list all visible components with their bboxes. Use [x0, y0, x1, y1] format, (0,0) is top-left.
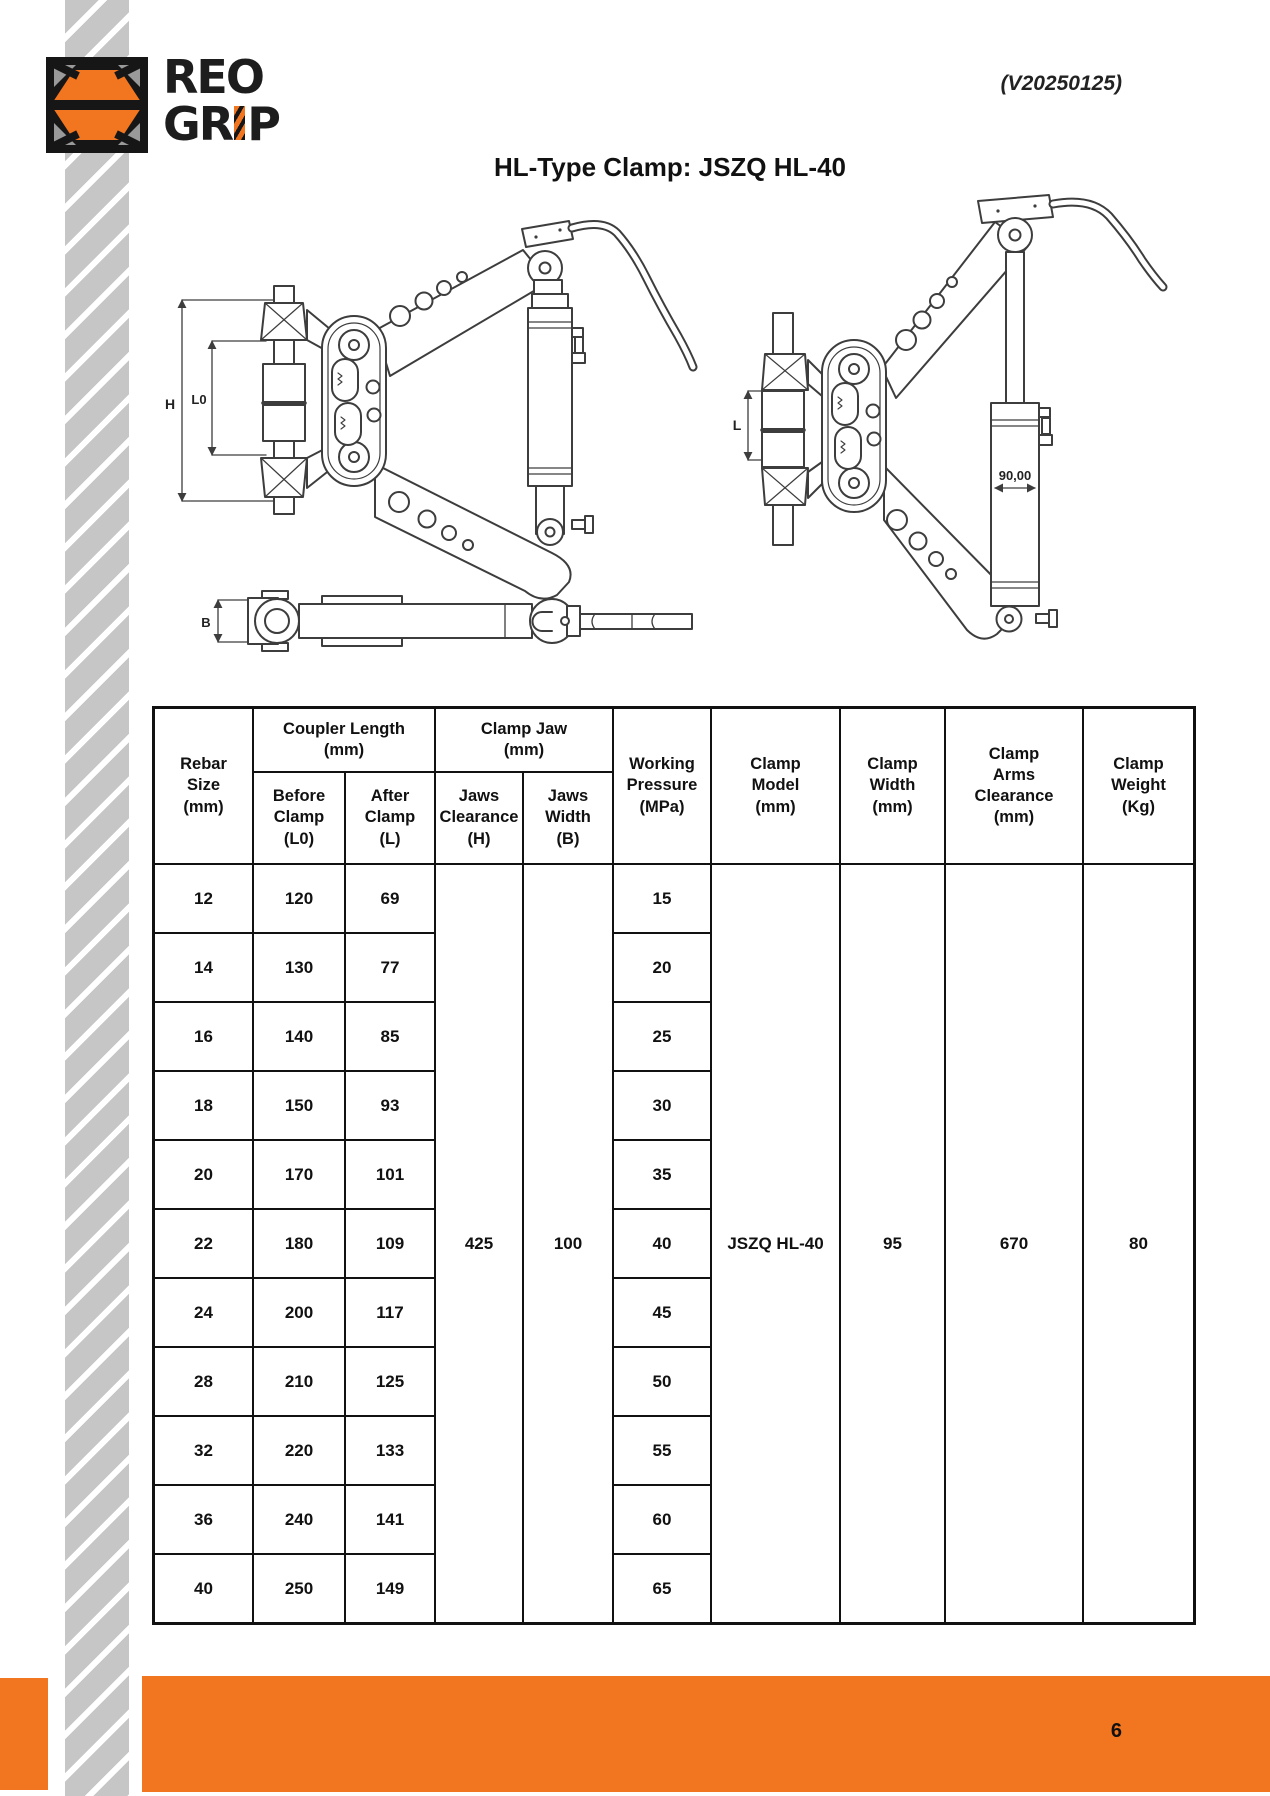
row-12-after: 69 — [344, 863, 434, 932]
row-16-after: 85 — [344, 1001, 434, 1070]
row-32-before: 220 — [252, 1415, 344, 1484]
row-24-pressure: 45 — [612, 1277, 710, 1346]
row-28-pressure: 50 — [612, 1346, 710, 1415]
row-28-rebar: 28 — [155, 1346, 252, 1415]
row-18-before: 150 — [252, 1070, 344, 1139]
row-32-after: 133 — [344, 1415, 434, 1484]
header-working-pressure: Working Pressure (MPa) — [612, 709, 710, 863]
row-22-before: 180 — [252, 1208, 344, 1277]
row-14-rebar: 14 — [155, 932, 252, 1001]
row-14-before: 130 — [252, 932, 344, 1001]
row-28-after: 125 — [344, 1346, 434, 1415]
rebar-and-coupler — [760, 312, 823, 546]
value-arms-clearance: 670 — [944, 863, 1082, 1622]
left-hatched-stripe — [65, 0, 129, 1796]
clamp-arms — [881, 221, 1058, 640]
row-12-before: 120 — [252, 863, 344, 932]
row-36-after: 141 — [344, 1484, 434, 1553]
value-clamp-width: 95 — [839, 863, 944, 1622]
row-12-rebar: 12 — [155, 863, 252, 932]
hydraulic-cylinder — [527, 250, 594, 546]
row-40-before: 250 — [252, 1553, 344, 1622]
row-32-rebar: 32 — [155, 1415, 252, 1484]
spec-table: Rebar Size (mm) Coupler Length (mm) Clam… — [152, 706, 1196, 1625]
header-before-clamp: Before Clamp (L0) — [252, 771, 344, 863]
handle — [521, 219, 698, 372]
clamp-front-view-extended — [743, 194, 1168, 640]
row-36-before: 240 — [252, 1484, 344, 1553]
handle — [977, 194, 1168, 292]
center-plate — [321, 315, 387, 487]
row-20-before: 170 — [252, 1139, 344, 1208]
footer-left-block — [0, 1678, 48, 1790]
dim-label-h: H — [165, 396, 175, 412]
row-20-rebar: 20 — [155, 1139, 252, 1208]
row-36-rebar: 36 — [155, 1484, 252, 1553]
header-clamp-width: Clamp Width (mm) — [839, 709, 944, 863]
footer-bar: 6 — [142, 1676, 1270, 1792]
row-16-rebar: 16 — [155, 1001, 252, 1070]
page-number: 6 — [1110, 1720, 1122, 1742]
row-24-before: 200 — [252, 1277, 344, 1346]
row-32-pressure: 55 — [612, 1415, 710, 1484]
dim-label-cylinder: 90,00 — [999, 468, 1032, 483]
row-18-rebar: 18 — [155, 1070, 252, 1139]
value-jaws-width: 100 — [522, 863, 612, 1622]
reogrip-logo-text: REO GRIP — [163, 50, 281, 148]
technical-drawing: H L0 L B 90,00 — [165, 194, 1168, 652]
row-22-after: 109 — [344, 1208, 434, 1277]
row-14-pressure: 20 — [612, 932, 710, 1001]
row-40-after: 149 — [344, 1553, 434, 1622]
b-dimension — [213, 599, 249, 643]
header-after-clamp: After Clamp (L) — [344, 771, 434, 863]
row-18-after: 93 — [344, 1070, 434, 1139]
row-16-before: 140 — [252, 1001, 344, 1070]
version-text: (V20250125) — [1000, 72, 1122, 95]
dim-label-b: B — [201, 615, 210, 630]
row-22-rebar: 22 — [155, 1208, 252, 1277]
row-28-before: 210 — [252, 1346, 344, 1415]
row-18-pressure: 30 — [612, 1070, 710, 1139]
l0-dimension — [207, 340, 267, 456]
header-clamp-model: Clamp Model (mm) — [710, 709, 839, 863]
value-clamp-model: JSZQ HL-40 — [710, 863, 839, 1622]
header-clamp-arms-clearance: Clamp Arms Clearance (mm) — [944, 709, 1082, 863]
height-dimension — [177, 299, 291, 502]
row-40-pressure: 65 — [612, 1553, 710, 1622]
logo-gr: GR — [163, 97, 234, 151]
dim-label-l: L — [733, 417, 742, 433]
clamp-side-view — [213, 590, 693, 652]
row-12-pressure: 15 — [612, 863, 710, 932]
logo-line-reo: REO — [163, 50, 265, 104]
row-40-rebar: 40 — [155, 1553, 252, 1622]
header-rebar-size: Rebar Size (mm) — [180, 755, 227, 816]
clamp-front-view — [177, 219, 698, 600]
row-20-pressure: 35 — [612, 1139, 710, 1208]
header-clamp-weight: Clamp Weight (Kg) — [1082, 709, 1193, 863]
logo-p: P — [247, 97, 281, 151]
header-coupler-length-group: Coupler Length (mm) — [252, 709, 434, 771]
row-22-pressure: 40 — [612, 1208, 710, 1277]
logo-line-grip: GRIP — [163, 101, 281, 148]
header-jaws-clearance: Jaws Clearance (H) — [434, 771, 522, 863]
row-24-rebar: 24 — [155, 1277, 252, 1346]
value-jaws-clearance: 425 — [434, 863, 522, 1622]
row-16-pressure: 25 — [612, 1001, 710, 1070]
hydraulic-cylinder-extended — [990, 217, 1053, 607]
logo-striped-i: I — [234, 106, 246, 140]
page-title: HL-Type Clamp: JSZQ HL-40 — [493, 152, 846, 182]
value-clamp-weight: 80 — [1082, 863, 1193, 1622]
row-14-after: 77 — [344, 932, 434, 1001]
row-24-after: 117 — [344, 1277, 434, 1346]
row-36-pressure: 60 — [612, 1484, 710, 1553]
header-jaws-width: Jaws Width (B) — [522, 771, 612, 863]
row-20-after: 101 — [344, 1139, 434, 1208]
dim-label-l0: L0 — [191, 392, 206, 407]
reogrip-logo-icon — [46, 57, 148, 153]
center-plate — [821, 339, 887, 513]
header-clamp-jaw-group: Clamp Jaw (mm) — [434, 709, 612, 771]
